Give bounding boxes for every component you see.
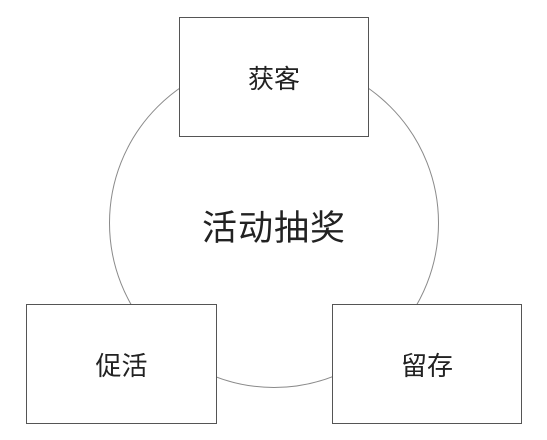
node-box-retain: 留存 <box>332 304 522 424</box>
center-label: 活动抽奖 <box>201 208 346 249</box>
node-label-activate: 促活 <box>95 351 148 382</box>
node-label-retain: 留存 <box>400 351 453 382</box>
node-box-acquire: 获客 <box>179 17 369 137</box>
node-box-activate: 促活 <box>26 304 217 424</box>
node-label-acquire: 获客 <box>247 64 300 95</box>
